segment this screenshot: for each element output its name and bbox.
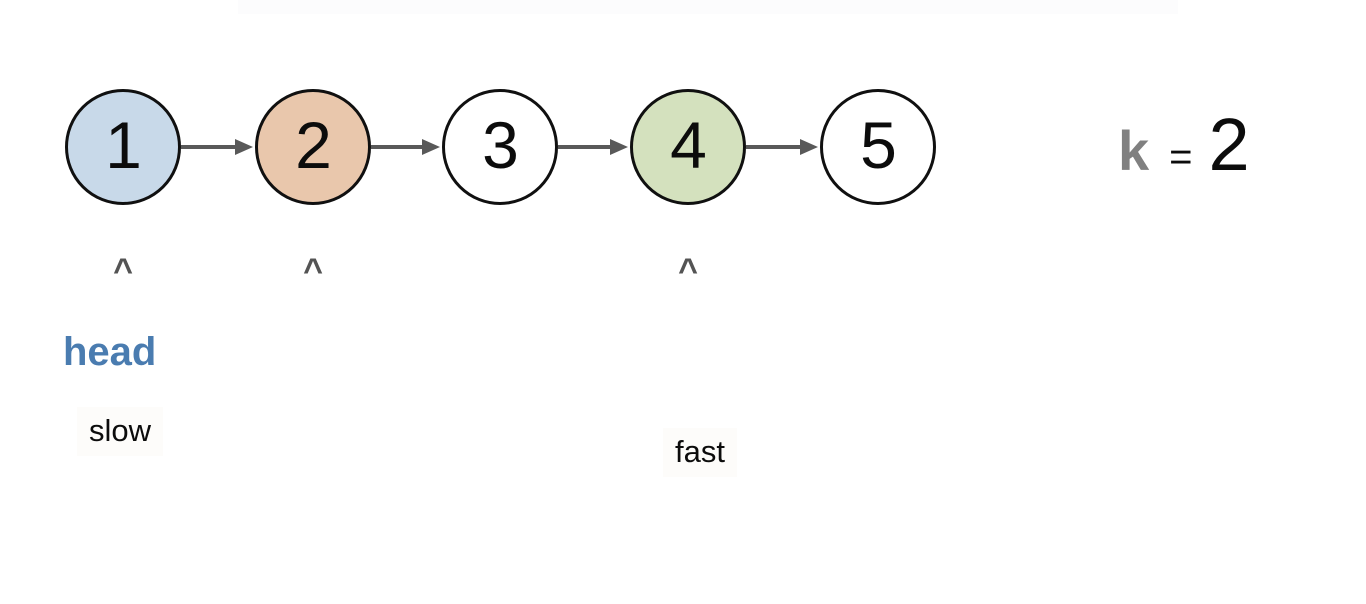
- node-value: 1: [105, 108, 142, 182]
- slow-pointer-label: slow: [77, 407, 164, 456]
- list-node-2[interactable]: 2: [255, 89, 371, 205]
- head-pointer-label: head: [63, 330, 157, 374]
- arrow-2-to-3: [371, 139, 440, 155]
- k-expression: k = 2: [1118, 108, 1250, 182]
- list-node-1[interactable]: 1: [65, 89, 181, 205]
- node-value: 3: [482, 108, 519, 182]
- k-value-label: 2: [1208, 103, 1250, 186]
- caret-pointer-icon-node2: ^: [303, 252, 323, 290]
- equals-sign: =: [1169, 135, 1193, 179]
- node-value: 5: [860, 108, 897, 182]
- node-value: 2: [295, 108, 332, 182]
- arrow-4-to-5: [746, 139, 818, 155]
- list-node-5[interactable]: 5: [820, 89, 936, 205]
- arrow-3-to-4: [558, 139, 628, 155]
- k-variable-label: k: [1118, 119, 1150, 182]
- node-value: 4: [670, 108, 707, 182]
- list-node-4[interactable]: 4: [630, 89, 746, 205]
- arrow-1-to-2: [181, 139, 253, 155]
- caret-pointer-icon-node1: ^: [113, 252, 133, 290]
- caret-pointer-icon-node4: ^: [678, 252, 698, 290]
- top-band: [238, 0, 1178, 14]
- list-node-3[interactable]: 3: [442, 89, 558, 205]
- fast-pointer-label: fast: [663, 428, 737, 477]
